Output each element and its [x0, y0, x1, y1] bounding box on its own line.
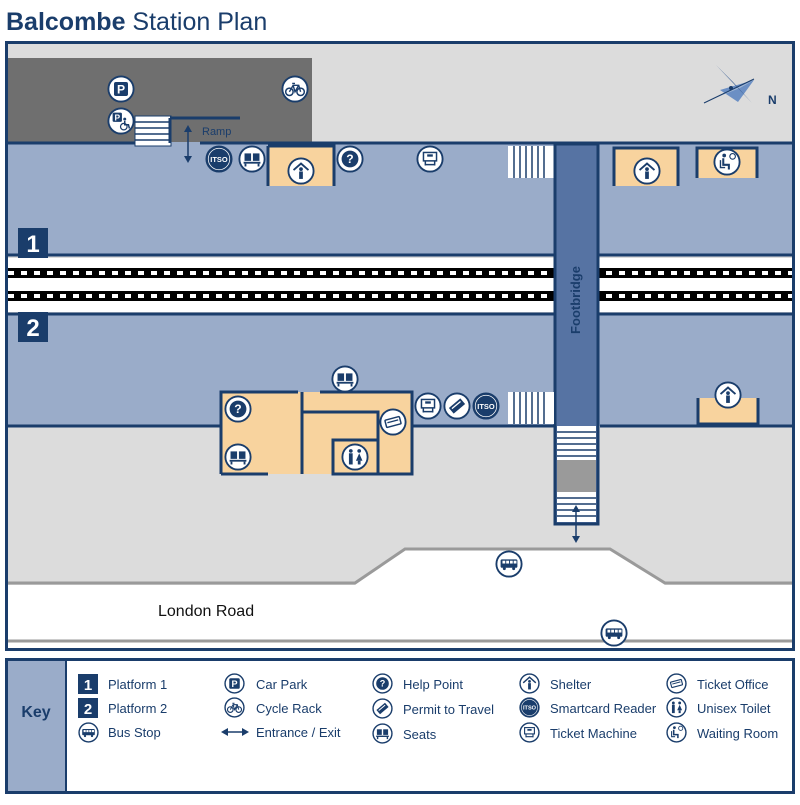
svg-text:Shelter: Shelter: [550, 677, 592, 692]
help-point-icon: [336, 145, 364, 173]
shelter-icon: [714, 381, 742, 409]
key-item-bus-stop: Bus Stop: [78, 722, 161, 743]
svg-text:Bus Stop: Bus Stop: [108, 725, 161, 740]
title-rest: Station Plan: [125, 8, 267, 36]
page-title: Balcombe Station Plan: [6, 8, 267, 36]
svg-text:Car Park: Car Park: [256, 677, 308, 692]
map-key: Key 1 Platform 1 2 Platform 2 Bus Stop C…: [5, 658, 795, 794]
key-item-help-point: Help Point: [372, 673, 463, 694]
ramp-label: Ramp: [202, 126, 231, 138]
entrance-exit-arrow-footbridge: [572, 505, 580, 543]
key-item-car-park: Car Park: [224, 673, 308, 694]
car-park-icon: [224, 673, 245, 694]
smartcard-reader-icon: [519, 697, 540, 718]
svg-text:Entrance / Exit: Entrance / Exit: [256, 725, 341, 740]
svg-text:1: 1: [26, 231, 39, 258]
title-bold: Balcombe: [6, 8, 126, 36]
waiting-room-icon: [713, 148, 741, 176]
unisex-toilet-icon: [666, 697, 687, 718]
help-point-icon: [224, 395, 252, 423]
svg-text:Platform 1: Platform 1: [108, 677, 167, 692]
seats-icon: [224, 443, 252, 471]
smartcard-reader-icon: [472, 392, 500, 420]
svg-text:1: 1: [84, 677, 92, 694]
key-item-waiting-room: Waiting Room: [666, 722, 778, 743]
entrance-exit-arrow-ramp: [184, 125, 192, 163]
key-item-platform-2: 2 Platform 2: [78, 698, 167, 718]
waiting-room-icon: [666, 722, 687, 743]
platform-1-badge: 1: [18, 228, 48, 258]
svg-text:2: 2: [26, 315, 39, 342]
key-item-cycle-rack: Cycle Rack: [224, 697, 322, 718]
bus-stop-icon: [78, 722, 99, 743]
ramp: [168, 116, 240, 143]
key-item-shelter: Shelter: [519, 673, 592, 694]
svg-text:Unisex Toilet: Unisex Toilet: [697, 701, 771, 716]
key-item-seats: Seats: [372, 723, 437, 744]
stairs-footbridge-platform-2: [508, 392, 554, 424]
svg-text:Ticket Machine: Ticket Machine: [550, 726, 637, 741]
ticket-office-icon: [379, 408, 407, 436]
footbridge: Footbridge: [553, 142, 600, 526]
svg-text:2: 2: [84, 701, 92, 718]
key-item-platform-1: 1 Platform 1: [78, 674, 167, 694]
bus-stop-icon: [600, 619, 628, 647]
svg-text:Help Point: Help Point: [403, 677, 463, 692]
compass-label: N: [768, 93, 777, 107]
seats-icon: [238, 145, 266, 173]
key-item-smartcard-reader: Smartcard Reader: [519, 697, 657, 718]
footbridge-label: Footbridge: [568, 266, 583, 334]
unisex-toilet-icon: [341, 443, 369, 471]
shelter-icon: [287, 157, 315, 185]
key-item-permit-to-travel: Permit to Travel: [372, 698, 494, 719]
disabled-parking-icon: [107, 107, 135, 135]
permit-to-travel-icon: [443, 392, 471, 420]
ticket-machine-icon: [414, 392, 442, 420]
key-item-ticket-machine: Ticket Machine: [519, 722, 637, 743]
svg-text:Seats: Seats: [403, 727, 437, 742]
ticket-office-icon: [666, 673, 687, 694]
svg-text:Smartcard Reader: Smartcard Reader: [550, 701, 657, 716]
bus-stop-icon: [495, 550, 523, 578]
key-item-unisex-toilet: Unisex Toilet: [666, 697, 771, 718]
svg-text:Waiting Room: Waiting Room: [697, 726, 778, 741]
road-label: London Road: [158, 603, 254, 620]
car-park-icon: [107, 75, 135, 103]
key-item-ticket-office: Ticket Office: [666, 673, 769, 694]
smartcard-reader-icon: [205, 145, 233, 173]
shelter-icon: [519, 673, 540, 694]
road-area: [8, 549, 792, 648]
station-building: [219, 390, 414, 476]
svg-text:Cycle Rack: Cycle Rack: [256, 701, 322, 716]
seats-icon: [372, 723, 393, 744]
key-item-entrance-exit: Entrance / Exit: [221, 725, 341, 740]
ticket-machine-icon: [519, 722, 540, 743]
cycle-rack-icon: [224, 697, 245, 718]
svg-text:Permit to Travel: Permit to Travel: [403, 702, 494, 717]
svg-text:Ticket Office: Ticket Office: [697, 677, 769, 692]
cycle-rack-icon: [281, 75, 309, 103]
seats-icon: [331, 365, 359, 393]
key-heading: Key: [21, 704, 50, 721]
help-point-icon: [372, 673, 393, 694]
permit-to-travel-icon: [372, 698, 393, 719]
svg-text:Platform 2: Platform 2: [108, 701, 167, 716]
railway-tracks: [8, 258, 792, 312]
compass-icon: [703, 65, 755, 104]
shelter-platform-2-east: [696, 381, 760, 426]
shelter-icon: [633, 157, 661, 185]
shelter-platform-1-west: [266, 144, 336, 186]
ticket-machine-icon: [416, 145, 444, 173]
stairs-footbridge-platform-1: [508, 146, 554, 178]
platform-2-badge: 2: [18, 312, 48, 342]
shelter-platform-1-east: [612, 146, 680, 186]
waiting-room-platform-1: [695, 146, 759, 178]
stairs-car-park: [134, 115, 172, 147]
